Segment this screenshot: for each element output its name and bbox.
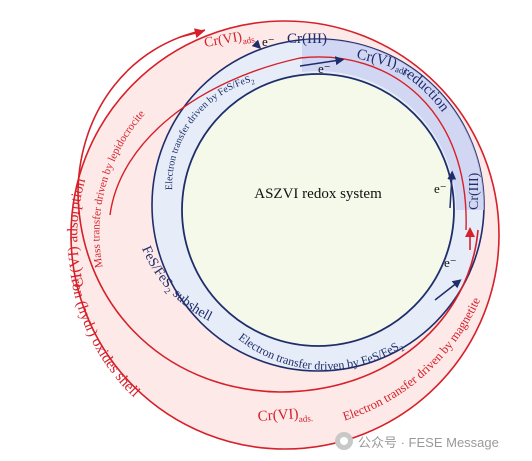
electron-arrow-right	[447, 170, 457, 209]
adsorption-flow-curve	[109, 56, 467, 231]
center-title: ASZVI redox system	[254, 186, 382, 202]
cr3-label-right: Cr(III)	[467, 172, 482, 210]
red-arrow-top	[179, 28, 205, 39]
cr3-label-top: Cr(III)	[287, 31, 327, 47]
electron-label-top-mid: e⁻	[318, 61, 331, 76]
electron-label-right: e⁻	[434, 181, 447, 196]
cr6-ads-top-red: Cr(VI)ads.	[203, 27, 258, 53]
electron-label-right-low: e⁻	[444, 255, 457, 270]
aszvi-core	[181, 73, 455, 347]
electron-label-top-left: e⁻	[262, 34, 275, 49]
electron-arrow-bottom	[434, 279, 462, 301]
outer-red-loop	[77, 29, 479, 393]
electron-arrow-top	[299, 56, 345, 67]
cr6-ads-bottom: Cr(VI)ads.	[257, 405, 313, 427]
watermark: 公众号 · FESE Message	[335, 431, 499, 451]
wechat-logo-icon	[335, 432, 353, 450]
watermark-text: 公众号 · FESE Message	[358, 434, 499, 450]
electron-arrow-left	[251, 39, 262, 50]
